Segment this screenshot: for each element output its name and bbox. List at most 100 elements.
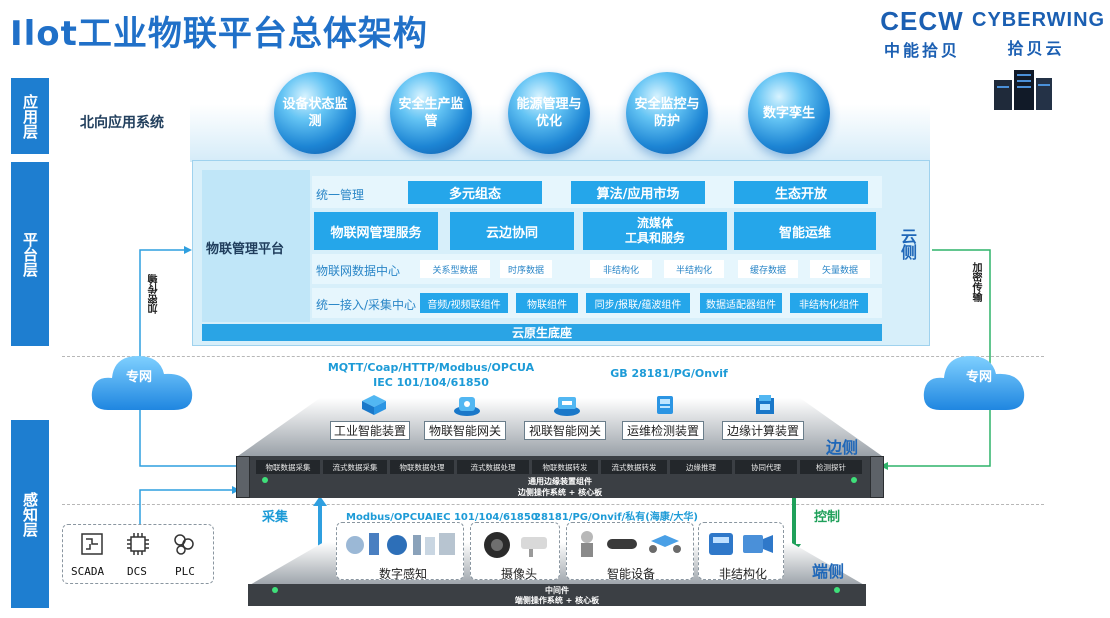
status-led	[834, 587, 840, 593]
plc-label: PLC	[175, 565, 195, 578]
field-protocols-left: Modbus/OPCUAIEC 101/104/61850	[346, 512, 538, 523]
field-group-sensing: 数字感知	[336, 522, 464, 581]
row-label-management: 统一管理	[316, 188, 365, 202]
edge-segment: 检测探针	[800, 460, 862, 474]
edge-side-label: 边侧	[826, 438, 859, 457]
cloud-side-label: 云侧	[898, 228, 917, 260]
cube-icon	[362, 395, 386, 415]
logo-cyberwing: CYBERWING 拾贝云	[972, 6, 1106, 59]
field-group-label: 数字感知	[379, 567, 428, 581]
edge-segment: 协同代理	[735, 460, 797, 474]
layer-app: 应用层	[11, 78, 49, 154]
cloud-label: 专网	[126, 370, 153, 385]
field-side-label: 端侧	[812, 562, 845, 581]
edge-device-label: 物联智能网关	[424, 421, 506, 440]
app-globe-security: 安全监控与防护	[626, 72, 708, 154]
edge-compute-icon	[756, 395, 774, 414]
edge-segment: 流式数据处理	[457, 460, 529, 474]
control-label: 控制	[814, 510, 841, 525]
page-title: Ilot工业物联平台总体架构	[10, 14, 428, 54]
edge-os-label: 边侧操作系统 + 核心板	[517, 488, 603, 497]
plc-icon	[174, 534, 194, 555]
edge-segment: 流式数据转发	[601, 460, 667, 474]
platform-item: 智能运维	[734, 212, 876, 250]
layer-platform-label: 平台层	[21, 231, 39, 277]
separator-line	[62, 356, 1044, 357]
access-item: 数据适配器组件	[700, 293, 782, 313]
app-globe-device-monitor: 设备状态监测	[274, 72, 356, 154]
field-os-label: 端侧操作系统 + 核心板	[514, 596, 600, 605]
app-globe-safety: 安全生产监管	[390, 72, 472, 154]
row-label-datacenter: 物联网数据中心	[316, 264, 401, 278]
platform-item-streaming: 流媒体 工具和服务	[583, 212, 727, 250]
camera-icon	[484, 532, 547, 558]
edge-component-label: 通用边缘装置组件	[528, 477, 592, 486]
logo-cyberwing-cn: 拾贝云	[1007, 39, 1065, 58]
platform-item-label: 流媒体	[636, 216, 673, 230]
sensor-icons	[346, 533, 455, 555]
edge-protocols-left: MQTT/Coap/HTTP/Modbus/OPCUA IEC 101/104/…	[318, 360, 544, 390]
private-network-cloud-left: 专网	[88, 338, 196, 410]
field-group-label: 非结构化	[719, 567, 768, 581]
platform-item-label: 工具和服务	[624, 231, 685, 245]
encrypt-right-label: 加密传输	[970, 262, 981, 302]
app-label: 设备状态监测	[282, 97, 348, 129]
data-chip: 矢量数据	[810, 260, 870, 278]
protocol-text: MQTT/Coap/HTTP/Modbus/OPCUA	[327, 361, 535, 374]
edge-bar-cap-right	[870, 456, 884, 498]
data-chip: 缓存数据	[738, 260, 798, 278]
app-label: 安全监控与防护	[634, 97, 700, 129]
dcs-label: DCS	[127, 565, 147, 578]
dcs-icon	[127, 533, 149, 555]
platform-item: 生态开放	[734, 181, 868, 204]
data-chip: 非结构化	[590, 260, 652, 278]
cloud-native-base: 云原生底座	[202, 324, 882, 341]
logo-cyberwing-text: CYBERWING	[972, 9, 1106, 31]
logo-cecw-cn: 中能拾贝	[883, 41, 960, 60]
layer-platform: 平台层	[11, 162, 49, 346]
field-protocols-right: 28181/PG/Onvif/私有(海康/大华)	[534, 512, 698, 523]
layer-perception-label: 感知层	[21, 491, 39, 537]
app-label: 安全生产监管	[398, 97, 464, 129]
scada-label: SCADA	[71, 565, 105, 578]
separator-line	[62, 504, 1044, 505]
platform-item: 物联网管理服务	[314, 212, 438, 250]
app-label: 能源管理与优化	[516, 97, 582, 129]
field-group-label: 智能设备	[607, 567, 656, 581]
collect-label: 采集	[262, 510, 289, 525]
access-item: 物联组件	[516, 293, 578, 313]
edge-segment: 物联数据转发	[532, 460, 598, 474]
layer-app-label: 应用层	[21, 93, 39, 139]
field-group-label: 摄像头	[501, 567, 538, 581]
edge-device-label: 视联智能网关	[524, 421, 606, 440]
private-network-cloud-right: 专网	[920, 338, 1028, 410]
layer-perception: 感知层	[11, 420, 49, 608]
edge-device-label: 工业智能装置	[330, 421, 410, 440]
north-app-label: 北向应用系统	[80, 115, 164, 131]
edge-device-label: 运维检测装置	[622, 421, 704, 440]
access-item: 音频/视频联组件	[420, 293, 508, 313]
field-group-camera: 摄像头	[470, 522, 560, 581]
status-led	[272, 587, 278, 593]
unstructured-icons	[709, 533, 773, 555]
encrypt-left-label: 加密传输	[149, 274, 160, 314]
access-item: 同步/报联/蕴波组件	[586, 293, 690, 313]
edge-bar-cap-left	[236, 456, 250, 498]
data-chip: 关系型数据	[420, 260, 490, 278]
plc-group: SCADA DCS PLC	[62, 524, 214, 584]
platform-item: 算法/应用市场	[571, 181, 705, 204]
app-globe-digital-twin: 数字孪生	[748, 72, 830, 154]
cloud-label: 专网	[966, 370, 993, 385]
smart-device-icons	[581, 531, 681, 557]
edge-segment: 物联数据处理	[390, 460, 454, 474]
logo-cecw: CECW 中能拾贝	[876, 6, 968, 61]
edge-segment: 物联数据采集	[256, 460, 320, 474]
status-led	[262, 477, 268, 483]
inspection-device-icon	[657, 396, 673, 414]
scada-icon	[81, 533, 103, 555]
video-gateway-icon	[554, 397, 580, 416]
app-label: 数字孪生	[762, 105, 815, 121]
platform-label: 物联管理平台	[206, 242, 285, 257]
edge-device-label: 边缘计算装置	[722, 421, 804, 440]
edge-segment: 边缘推理	[670, 460, 732, 474]
